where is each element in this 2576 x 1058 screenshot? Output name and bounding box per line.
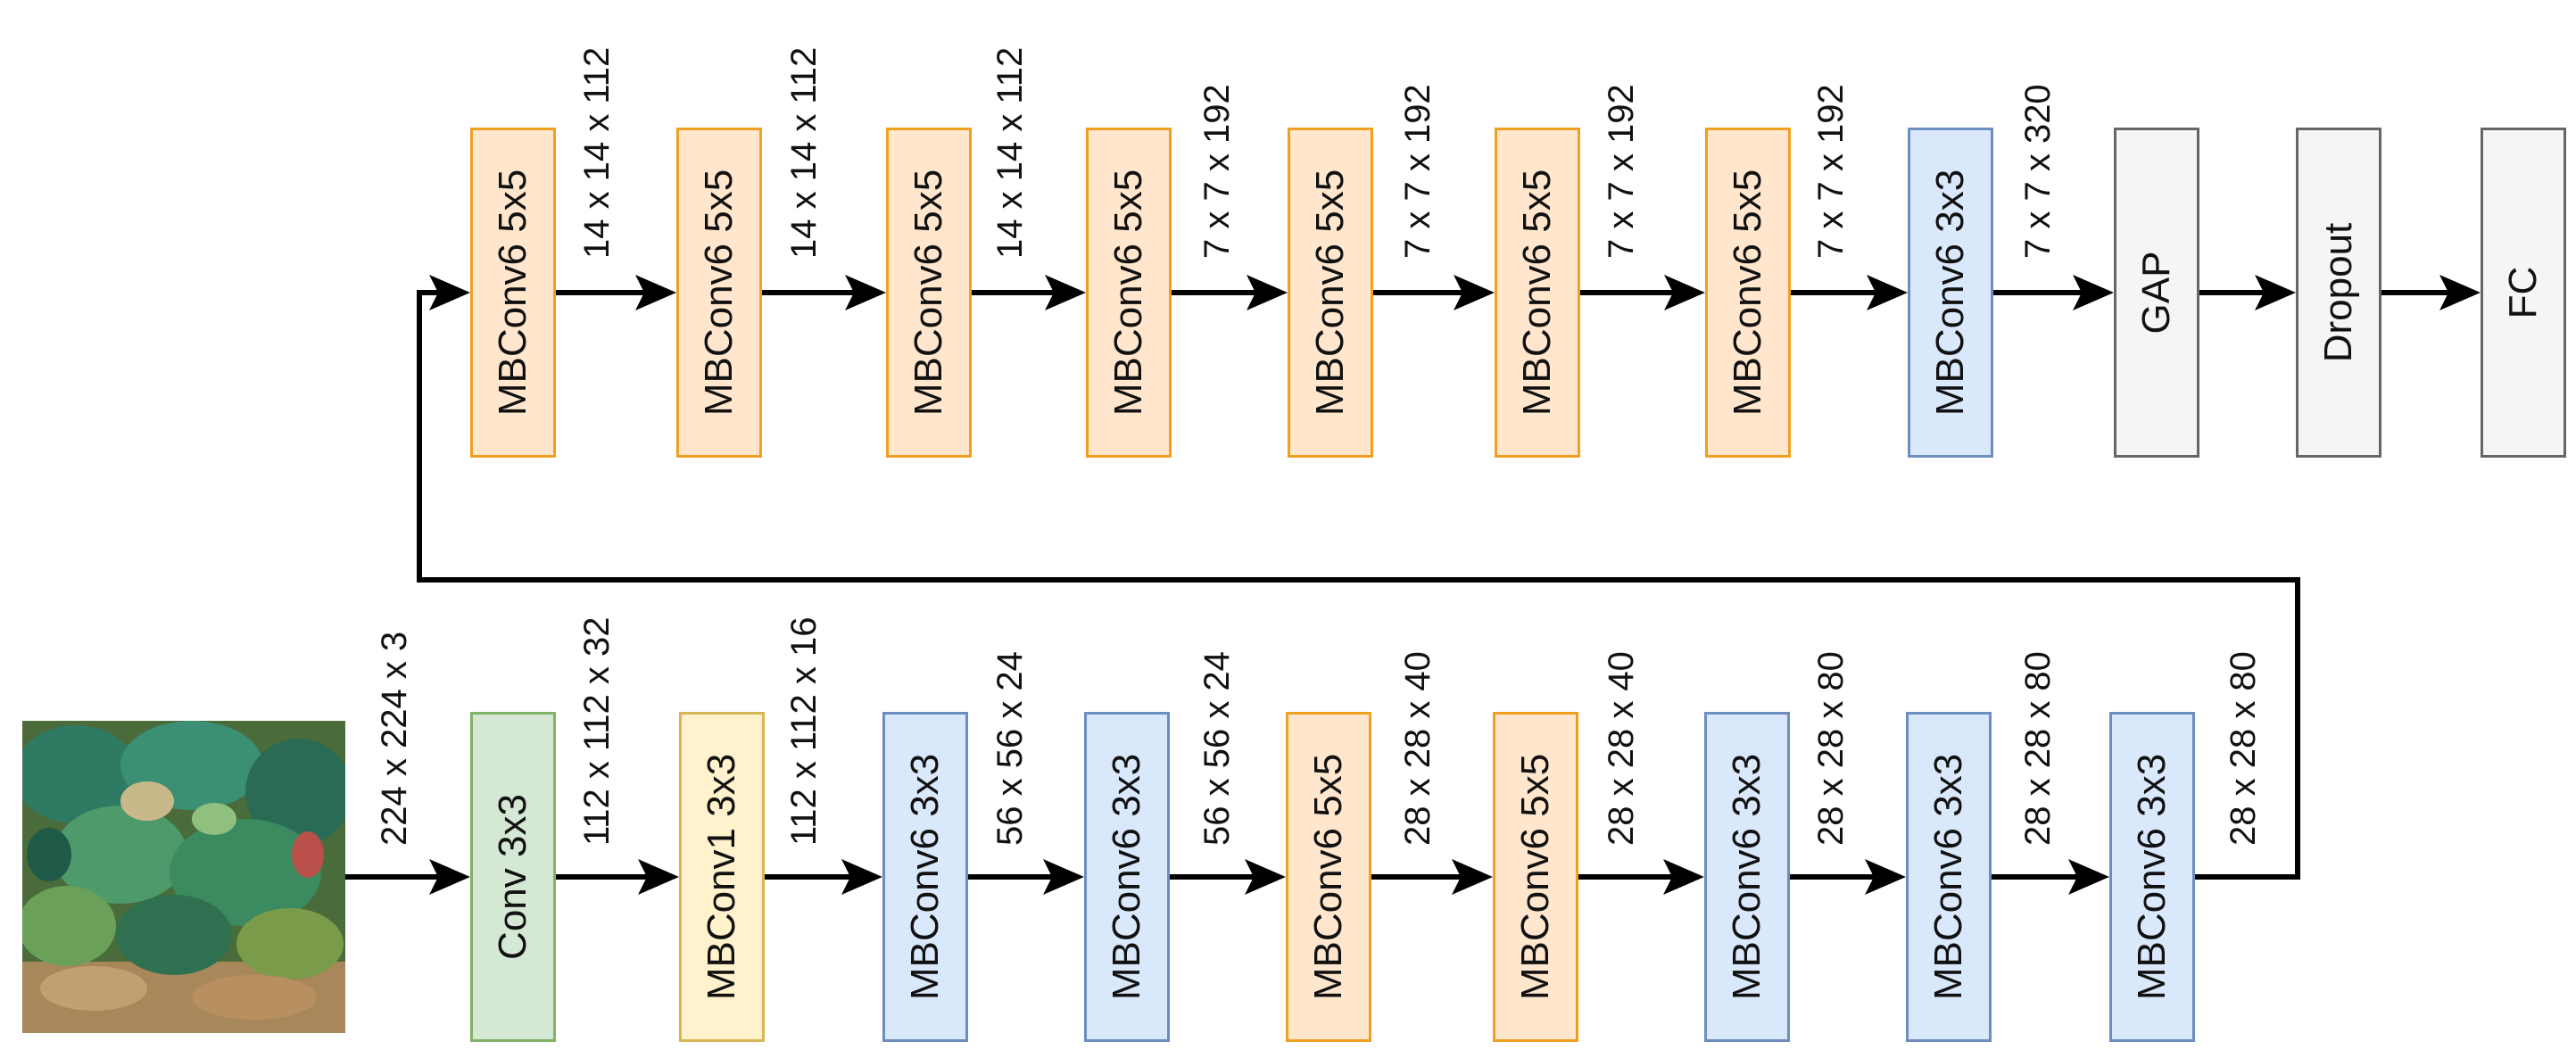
bottom-dim-label-3: 112 x 112 x 16: [784, 616, 824, 846]
block-label: MBConv6 3x3: [2130, 753, 2174, 1001]
leaf-photo: [22, 721, 345, 1033]
arrow-bottom-4-head: [1245, 859, 1286, 895]
arrow-bottom-8-head: [2068, 859, 2109, 895]
arrow-top-entry-head: [429, 275, 470, 310]
block-label: MBConv6 3x3: [903, 753, 947, 1001]
top-block-4: MBConv6 5x5: [1086, 128, 1172, 458]
block-label: MBConv6 5x5: [1306, 753, 1350, 1001]
arrow-top-9-head: [2255, 275, 2296, 310]
block-label: MBConv6 5x5: [1308, 169, 1352, 417]
block-label: MBConv6 5x5: [1106, 169, 1150, 417]
arrow-top-3-head: [1045, 275, 1086, 310]
top-dim-label-5: 7 x 7 x 192: [1398, 84, 1437, 259]
arrow-top-5-head: [1454, 275, 1495, 310]
arrow-top-7-head: [1867, 275, 1908, 310]
bottom-dim-label-8: 28 x 28 x 80: [1811, 651, 1851, 846]
block-label: MBConv6 5x5: [491, 169, 534, 417]
bottom-dim-label-4: 56 x 56 x 24: [990, 651, 1030, 846]
bottom-dim-label-10: 28 x 28 x 80: [2224, 651, 2263, 846]
bottom-block-8: MBConv6 3x3: [1906, 712, 1992, 1042]
top-dim-label-8: 7 x 7 x 320: [2018, 84, 2058, 259]
block-label: MBConv6 5x5: [1726, 169, 1769, 417]
block-label: FC: [2501, 266, 2545, 319]
bottom-block-6: MBConv6 5x5: [1493, 712, 1578, 1042]
top-block-11: FC: [2481, 128, 2566, 458]
top-dim-label-1: 14 x 14 x 112: [577, 46, 617, 259]
top-dim-label-2: 14 x 14 x 112: [784, 46, 824, 259]
top-block-5: MBConv6 5x5: [1288, 128, 1373, 458]
bottom-block-7: MBConv6 3x3: [1704, 712, 1790, 1042]
block-label: Conv 3x3: [491, 794, 534, 960]
arrow-top-1-head: [635, 275, 676, 310]
top-dim-label-6: 7 x 7 x 192: [1602, 84, 1641, 259]
arrow-bottom-2-head: [841, 859, 882, 895]
block-label: GAP: [2134, 251, 2178, 335]
arrow-input-head: [429, 859, 470, 895]
arrow-bottom-1-head: [638, 859, 679, 895]
arrow-bottom-3-head: [1043, 859, 1084, 895]
block-label: MBConv6 3x3: [1928, 169, 1972, 417]
top-block-7: MBConv6 5x5: [1705, 128, 1791, 458]
bottom-dim-label-1: 224 x 224 x 3: [375, 631, 414, 846]
arrow-bottom-5-head: [1452, 859, 1493, 895]
block-label: Dropout: [2316, 222, 2360, 363]
bottom-dim-label-2: 112 x 112 x 32: [577, 616, 617, 846]
block-label: MBConv6 3x3: [1926, 753, 1970, 1001]
top-block-1: MBConv6 5x5: [470, 128, 556, 458]
arrow-top-4-head: [1247, 275, 1288, 310]
bottom-block-4: MBConv6 3x3: [1084, 712, 1170, 1042]
block-label: MBConv6 5x5: [1513, 753, 1557, 1001]
arrow-bottom-6-head: [1663, 859, 1704, 895]
top-block-8: MBConv6 3x3: [1908, 128, 1993, 458]
block-label: MBConv6 3x3: [1105, 753, 1148, 1001]
top-block-3: MBConv6 5x5: [886, 128, 972, 458]
bottom-block-5: MBConv6 5x5: [1286, 712, 1371, 1042]
block-label: MBConv6 3x3: [1725, 753, 1768, 1001]
arrow-top-10-head: [2439, 275, 2481, 310]
block-label: MBConv6 5x5: [907, 169, 950, 417]
arrow-bottom-7-head: [1865, 859, 1906, 895]
arrow-top-6-head: [1664, 275, 1705, 310]
bottom-dim-label-9: 28 x 28 x 80: [2018, 651, 2058, 846]
top-dim-label-7: 7 x 7 x 192: [1811, 84, 1851, 259]
top-block-10: Dropout: [2296, 128, 2381, 458]
top-block-6: MBConv6 5x5: [1495, 128, 1580, 458]
top-dim-label-3: 14 x 14 x 112: [990, 46, 1030, 259]
bottom-dim-label-6: 28 x 28 x 40: [1398, 651, 1437, 846]
block-label: MBConv6 5x5: [697, 169, 741, 417]
top-block-2: MBConv6 5x5: [676, 128, 762, 458]
bottom-dim-label-5: 56 x 56 x 24: [1197, 651, 1237, 846]
arrow-top-8-head: [2073, 275, 2114, 310]
arrow-top-2-head: [845, 275, 886, 310]
bottom-block-9: MBConv6 3x3: [2109, 712, 2195, 1042]
bottom-block-1: Conv 3x3: [470, 712, 556, 1042]
block-label: MBConv1 3x3: [700, 753, 743, 1001]
bottom-block-2: MBConv1 3x3: [679, 712, 765, 1042]
bottom-dim-label-7: 28 x 28 x 40: [1602, 651, 1641, 846]
block-label: MBConv6 5x5: [1515, 169, 1559, 417]
bottom-block-3: MBConv6 3x3: [882, 712, 968, 1042]
top-block-9: GAP: [2114, 128, 2199, 458]
top-dim-label-4: 7 x 7 x 192: [1197, 84, 1237, 259]
